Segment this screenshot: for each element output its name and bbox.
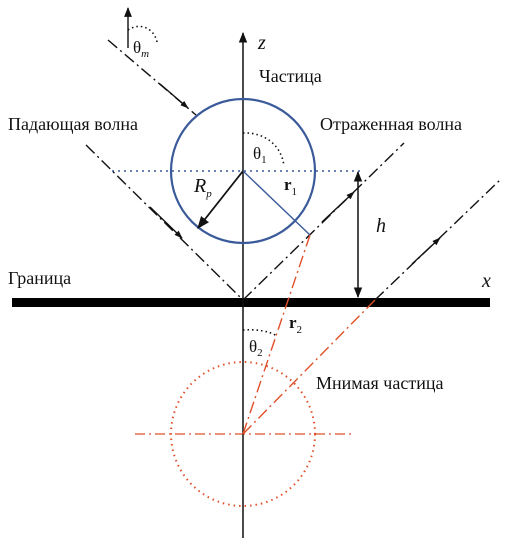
reflected-wave-arrow xyxy=(321,191,355,223)
incoming-ray-arrow xyxy=(159,83,189,109)
theta-2-label: θ2 xyxy=(249,337,263,359)
radius-label: Rp xyxy=(193,175,212,200)
x-axis-label: x xyxy=(481,270,491,292)
theta-1-arc xyxy=(242,132,285,167)
theta-2-arc xyxy=(242,328,278,337)
image-particle-label: Мнимая частица xyxy=(316,373,443,393)
r2-label: r2 xyxy=(289,313,302,336)
theta-m-arc xyxy=(127,25,158,43)
image-particle-circle xyxy=(170,361,316,507)
reflected-wave-label: Отраженная волна xyxy=(320,114,462,134)
boundary-label: Граница xyxy=(8,268,71,288)
incident-wave-label: Падающая волна xyxy=(8,114,138,134)
reflected-ray-right-arrow xyxy=(411,237,441,265)
incident-wave-line xyxy=(85,144,244,301)
reflected-ray-right xyxy=(374,179,501,301)
r1-line xyxy=(242,170,311,236)
theta-m-label: θm xyxy=(133,38,149,60)
image-ray-to-boundary xyxy=(242,299,376,435)
z-axis-label: z xyxy=(257,32,266,54)
r1-label: r1 xyxy=(284,175,297,198)
particle-label: Частица xyxy=(259,66,322,86)
boundary-line xyxy=(12,298,490,307)
theta-1-label: θ1 xyxy=(253,144,267,166)
height-label: h xyxy=(376,215,386,237)
particle-circle xyxy=(169,97,317,245)
incident-wave-arrow xyxy=(149,206,183,239)
radius-arrow xyxy=(197,170,244,229)
image-ray-to-particle xyxy=(242,234,311,435)
